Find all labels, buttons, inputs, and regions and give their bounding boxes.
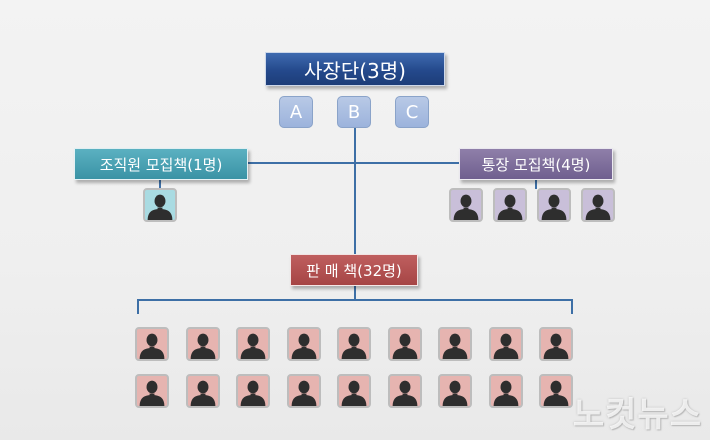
person-silhouette-icon — [543, 333, 569, 359]
seller-avatar — [236, 327, 270, 361]
person-silhouette-icon — [291, 380, 316, 406]
seller-avatar — [185, 327, 220, 361]
person-silhouette-icon — [190, 333, 215, 359]
seller-avatar — [438, 374, 472, 408]
seller-avatar — [387, 327, 422, 361]
seller-label: 판 매 책(32명) — [306, 261, 402, 280]
seller-avatar — [539, 327, 573, 361]
seller-avatar — [387, 374, 422, 408]
person-silhouette-icon — [453, 194, 479, 220]
connector-trunk — [354, 128, 356, 300]
person-silhouette-icon — [493, 380, 518, 406]
connector-bus-right-end — [571, 299, 573, 314]
person-silhouette-icon — [190, 380, 215, 406]
account-recruiter-box: 통장 모집책(4명) — [459, 148, 613, 180]
seller-avatar — [135, 327, 169, 361]
person-silhouette-icon — [442, 333, 468, 359]
person-silhouette-icon — [147, 194, 173, 220]
seller-avatar — [488, 327, 523, 361]
connector-left-branch — [246, 162, 356, 164]
connector-bus-left-end — [137, 299, 139, 314]
member-b-badge: B — [337, 96, 371, 128]
person-silhouette-icon — [497, 194, 523, 220]
person-silhouette-icon — [341, 333, 367, 359]
watermark-logo: 노컷뉴스 — [572, 395, 702, 435]
seller-avatar — [135, 374, 169, 408]
seller-avatar — [337, 327, 371, 361]
person-silhouette-icon — [240, 380, 266, 406]
connector-bottom-bus — [137, 299, 573, 301]
account-recruiter-label: 통장 모집책(4명) — [481, 155, 591, 174]
person-silhouette-icon — [442, 380, 468, 406]
seller-avatar — [236, 374, 270, 408]
account-recruiter-avatar — [581, 188, 615, 222]
person-silhouette-icon — [493, 333, 518, 359]
person-silhouette-icon — [341, 380, 367, 406]
connector-right-branch — [354, 162, 460, 164]
connector-left-drop — [159, 180, 161, 189]
seller-avatar — [185, 374, 220, 408]
recruiter-avatar — [143, 188, 177, 222]
seller-avatar — [337, 374, 371, 408]
member-c-label: C — [405, 101, 419, 123]
member-a-badge: A — [279, 96, 313, 128]
recruiter-box: 조직원 모집책(1명) — [74, 148, 248, 180]
member-b-label: B — [347, 101, 361, 123]
person-silhouette-icon — [543, 380, 569, 406]
connector-right-drop — [535, 180, 537, 189]
person-silhouette-icon — [541, 194, 567, 220]
seller-avatar — [438, 327, 472, 361]
person-silhouette-icon — [585, 194, 611, 220]
person-silhouette-icon — [139, 333, 165, 359]
person-silhouette-icon — [139, 380, 165, 406]
member-c-badge: C — [395, 96, 429, 128]
recruiter-label: 조직원 모집책(1명) — [99, 155, 223, 174]
seller-avatar — [539, 374, 573, 408]
account-recruiter-avatar — [449, 188, 483, 222]
person-silhouette-icon — [240, 333, 266, 359]
person-silhouette-icon — [291, 333, 316, 359]
executive-box: 사장단(3명) — [265, 52, 445, 86]
person-silhouette-icon — [392, 333, 417, 359]
seller-avatar — [488, 374, 523, 408]
seller-box: 판 매 책(32명) — [290, 254, 418, 286]
member-a-label: A — [289, 101, 303, 123]
person-silhouette-icon — [392, 380, 417, 406]
seller-avatar — [286, 327, 321, 361]
executive-label: 사장단(3명) — [304, 58, 406, 83]
account-recruiter-avatar — [493, 188, 527, 222]
account-recruiter-avatar — [537, 188, 571, 222]
seller-avatar — [286, 374, 321, 408]
